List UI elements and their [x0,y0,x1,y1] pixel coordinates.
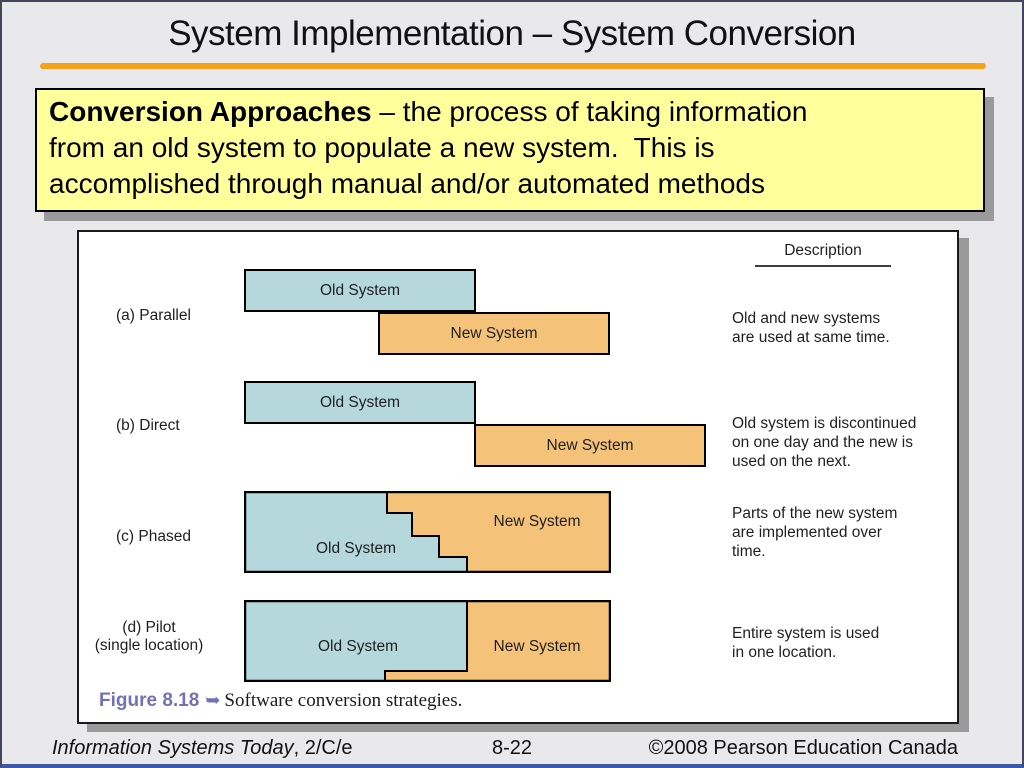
callout-term: Conversion Approaches [49,96,372,127]
row-d-description: Entire system is used in one location. [732,625,880,661]
row-c-new-system-label: New System [493,513,581,530]
row-d-old-system-label: Old System [317,638,399,655]
footer-book-title: Information Systems Today, 2/C/e [52,737,353,760]
row-b-old-system-box: Old System [244,381,476,424]
caption-arrow-icon: ➥ [205,690,221,710]
callout-definition: – the process of taking information from… [49,96,808,199]
row-d-label: (d) Pilot (single location) [94,619,204,654]
row-c-old-system-label: Old System [315,540,397,557]
row-a-description: Old and new systems are used at same tim… [732,310,890,346]
footer-copyright: ©2008 Pearson Education Canada [648,737,958,759]
footer-page-number: 8-22 [491,737,533,759]
row-c-phased-diagram [244,491,611,573]
row-a-old-system-label: Old System [319,281,401,299]
definition-callout: Conversion Approaches – the process of t… [35,88,985,212]
row-a-new-system-label: New System [450,324,538,342]
row-b-old-system-label: Old System [319,393,401,411]
row-b-label: (b) Direct [116,417,180,434]
figure-caption: Figure 8.18➥Software conversion strategi… [99,690,462,712]
row-b-new-system-box: New System [474,424,706,467]
figure-number: Figure 8.18 [99,690,200,711]
page-title: System Implementation – System Conversio… [168,14,856,53]
row-a-new-system-box: New System [378,312,610,355]
row-c-description: Parts of the new system are implemented … [732,505,898,560]
row-b-description: Old system is discontinued on one day an… [732,415,917,470]
row-a-old-system-box: Old System [244,269,476,312]
description-column-header: Description [755,242,891,267]
footer-book-edition: , 2/C/e [293,737,353,759]
figure-panel: Description (a) Parallel Old System New … [77,230,959,724]
row-d-new-system-label: New System [493,638,581,655]
row-d-pilot-diagram [244,600,611,682]
row-b-new-system-label: New System [546,436,634,454]
caption-text: Software conversion strategies. [224,690,463,711]
footer-book-title-italic: Information Systems Today [52,737,294,759]
row-c-label: (c) Phased [116,528,191,545]
title-divider [40,63,986,69]
row-a-label: (a) Parallel [116,307,191,324]
